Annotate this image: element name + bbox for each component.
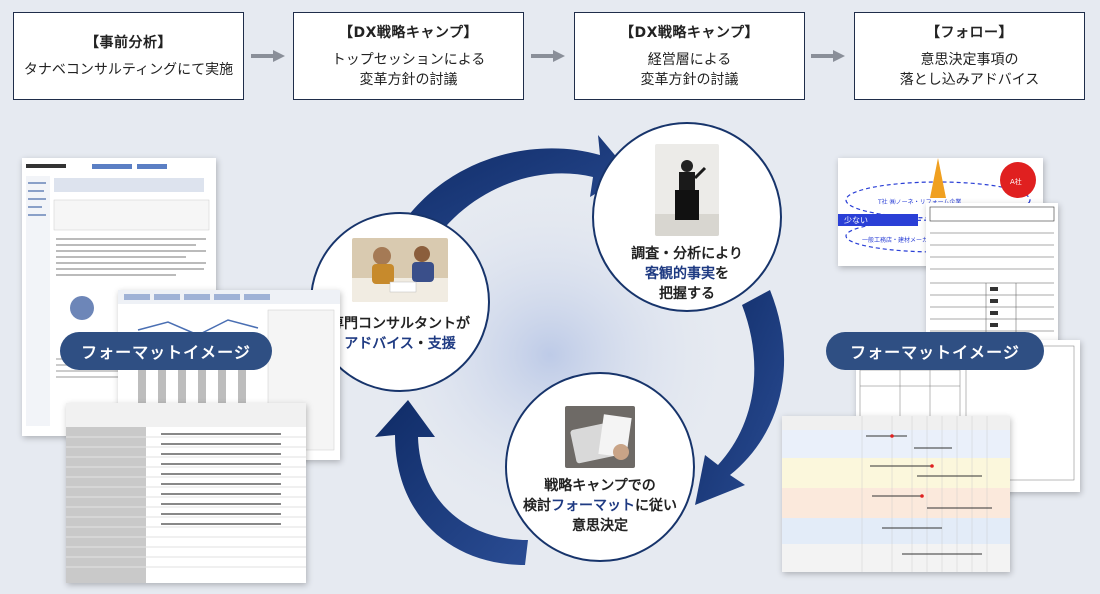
step-title: 【DX戦略キャンプ】: [620, 25, 759, 41]
highlight-text: フォーマット: [551, 498, 635, 514]
highlight-text: アドバイス: [344, 336, 414, 352]
step-text: 変革方針の討議: [359, 72, 458, 88]
step-box-1: 【事前分析】 タナベコンサルティングにて実施: [13, 12, 244, 100]
speaker-photo: [655, 144, 719, 236]
meeting-photo: [352, 238, 448, 302]
arrow-right-icon: [251, 50, 285, 62]
document-page: [66, 403, 306, 583]
document-page: [782, 416, 1010, 572]
node-text: 意思決定: [572, 518, 628, 534]
step-title: 【DX戦略キャンプ】: [339, 25, 478, 41]
step-text: 落とし込みアドバイス: [899, 72, 1040, 88]
node-text: に従い: [635, 498, 677, 514]
few-label: 少ない: [844, 216, 868, 225]
arrow-right-icon: [531, 50, 565, 62]
format-image-label-left: フォーマットイメージ: [60, 332, 272, 370]
node-text-line2: 客観的事実を: [645, 264, 729, 284]
step-text: トップセッションによる: [331, 52, 486, 68]
format-image-label-right: フォーマットイメージ: [826, 332, 1044, 370]
marketing-label: T社 ㈱ノーネ・リフォーム企業: [877, 198, 961, 206]
step-text: タナベコンサルティングにて実施: [23, 62, 234, 78]
node-text: 調査・分析により: [631, 246, 743, 262]
cycle-arrow-right: [695, 290, 785, 505]
step-text: 意思決定事項の: [920, 52, 1019, 68]
node-text: を: [715, 266, 729, 282]
step-box-4: 【フォロー】 意思決定事項の 落とし込みアドバイス: [854, 12, 1085, 100]
step-text: 変革方針の討議: [640, 72, 739, 88]
highlight-text: 支援: [427, 336, 456, 352]
node-text-line2: 検討フォーマットに従い: [523, 496, 677, 516]
calculator-photo: [565, 406, 635, 468]
arrow-right-icon: [811, 50, 845, 62]
highlight-text: 客観的事実: [645, 266, 715, 282]
node-text: 把握する: [659, 286, 715, 302]
chain-label: 一般工務店・建材メーカー系列: [862, 236, 946, 244]
node-text: 戦略キャンプでの: [544, 478, 656, 494]
step-box-2: 【DX戦略キャンプ】 トップセッションによる 変革方針の討議: [293, 12, 524, 100]
cycle-node-analysis: 調査・分析により 客観的事実を 把握する: [592, 122, 782, 312]
step-box-3: 【DX戦略キャンプ】 経営層による 変革方針の討議: [574, 12, 805, 100]
step-title: 【事前分析】: [85, 35, 172, 51]
separator-text: ・: [413, 336, 428, 352]
company-a-label: A社: [1010, 177, 1022, 186]
node-text: 検討: [523, 498, 551, 514]
step-text: 経営層による: [647, 52, 732, 68]
cycle-node-decision: 戦略キャンプでの 検討フォーマットに従い 意思決定: [505, 372, 695, 562]
node-text-line2: アドバイス・支援: [344, 334, 456, 354]
cycle-arrow-top: [395, 135, 630, 250]
cycle-node-consultant: 専門コンサルタントが アドバイス・支援: [310, 212, 490, 392]
step-title: 【フォロー】: [926, 25, 1013, 41]
cycle-arrow-left: [375, 400, 528, 565]
node-text: 専門コンサルタントが: [330, 316, 470, 332]
